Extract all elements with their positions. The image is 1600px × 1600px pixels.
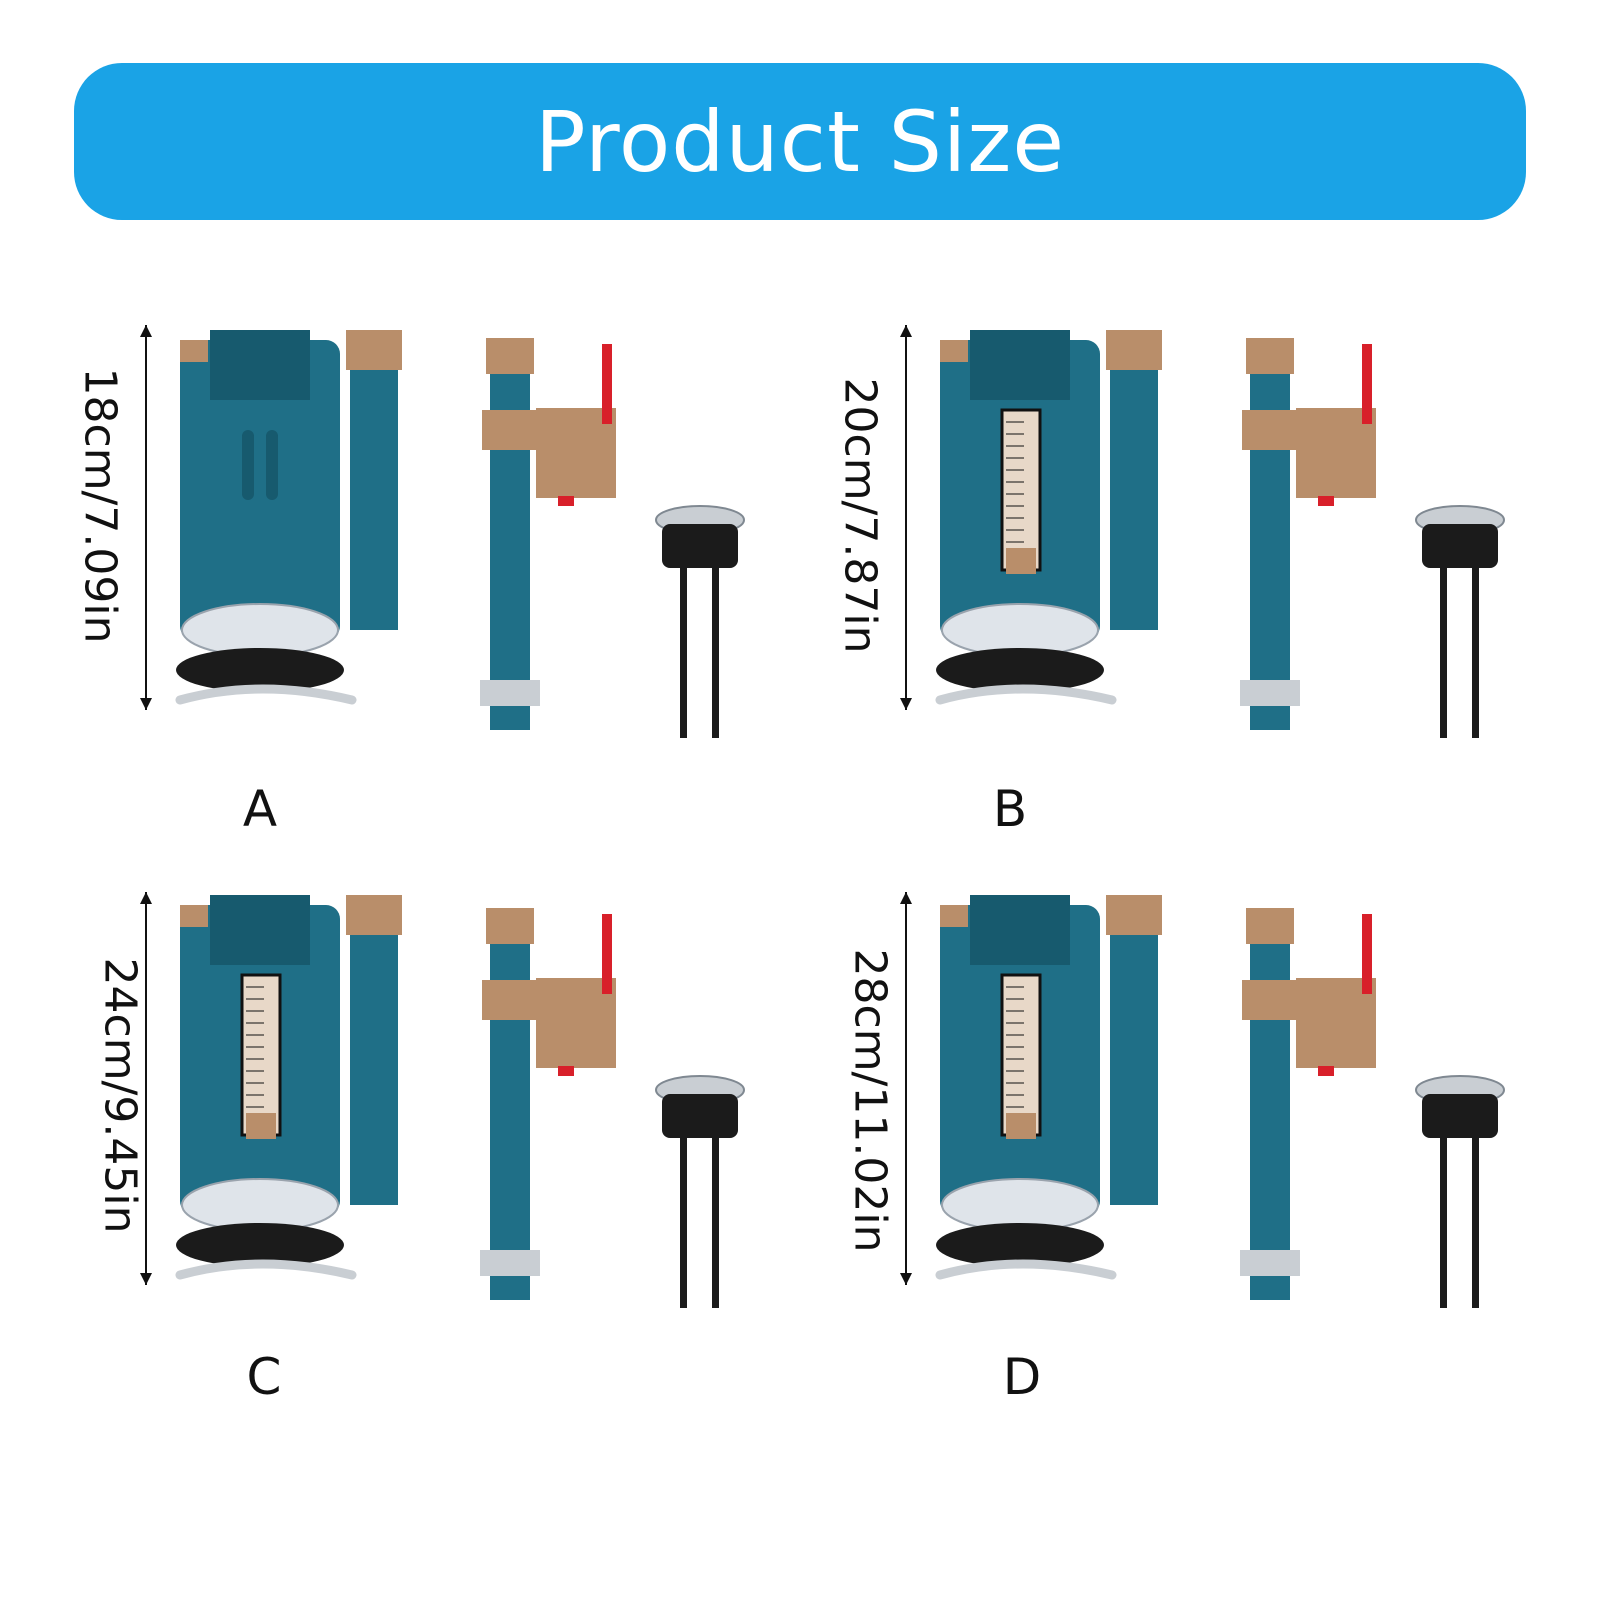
fill-valve-collar: [1242, 410, 1308, 450]
chrome-nut: [175, 1259, 357, 1280]
arrow-head-bottom: [900, 698, 912, 710]
push-rod: [1440, 1138, 1447, 1308]
adjust-rod: [602, 344, 612, 424]
base-gasket: [936, 648, 1104, 692]
flush-valve-tab: [940, 340, 968, 362]
flush-valve-cup: [210, 330, 310, 400]
fill-valve-nut: [1240, 1250, 1300, 1276]
push-button-body: [1422, 524, 1498, 568]
page-title: Product Size: [534, 92, 1066, 191]
overflow-tube: [350, 340, 398, 630]
variant-a-illustration: [140, 325, 745, 738]
adjust-rod: [1362, 914, 1372, 994]
push-rod: [680, 568, 687, 738]
arrow-head-top: [140, 325, 152, 337]
flush-valve-cup: [970, 895, 1070, 965]
push-rod: [712, 568, 719, 738]
variant-letter: B: [992, 780, 1028, 838]
push-rod: [1440, 568, 1447, 738]
push-button-body: [662, 524, 738, 568]
dimension-label: 18cm/7.09in: [74, 367, 126, 644]
chrome-nut: [935, 1259, 1117, 1280]
fill-valve-shaft: [1250, 350, 1290, 730]
variant-a: 18cm/7.09in A: [40, 300, 800, 860]
variant-c-illustration: [140, 892, 745, 1308]
arrow-head-bottom: [140, 1273, 152, 1285]
arrow-head-top: [900, 325, 912, 337]
overflow-tube: [1110, 340, 1158, 630]
fill-valve-nut: [480, 1250, 540, 1276]
adjust-rod: [602, 914, 612, 994]
variant-letter: A: [242, 780, 278, 838]
variant-letter: C: [246, 1348, 282, 1406]
fill-valve-shaft: [490, 920, 530, 1300]
fill-valve-shaft: [490, 350, 530, 730]
variant-b-illustration: [900, 325, 1505, 738]
float-valve-tip: [1318, 496, 1334, 506]
scale-slider: [246, 1113, 276, 1139]
fill-valve-nut: [1240, 680, 1300, 706]
overflow-cap: [1106, 895, 1162, 935]
chrome-nut: [935, 684, 1117, 705]
base-gasket: [936, 1223, 1104, 1267]
overflow-tube: [1110, 905, 1158, 1205]
variant-c: 24cm/9.45in C: [40, 870, 800, 1430]
variant-d: 28cm/11.02in D: [800, 870, 1560, 1430]
fill-valve-nut: [480, 680, 540, 706]
dimension-label: 20cm/7.87in: [834, 377, 886, 654]
push-rod: [712, 1138, 719, 1308]
variant-letter: D: [1002, 1348, 1042, 1406]
flush-valve-tab: [180, 340, 208, 362]
overflow-tube: [350, 905, 398, 1205]
flush-valve-body: [180, 340, 340, 640]
arrow-head-top: [900, 892, 912, 904]
dimension-label: 24cm/9.45in: [94, 957, 146, 1234]
push-rod: [1472, 1138, 1479, 1308]
push-button-body: [1422, 1094, 1498, 1138]
variant-b: 20cm/7.87in B: [800, 300, 1560, 860]
push-rod: [680, 1138, 687, 1308]
scale-slider: [1006, 548, 1036, 574]
flush-valve-tab: [940, 905, 968, 927]
fill-valve-cap: [1246, 338, 1294, 374]
float-valve-tip: [1318, 1066, 1334, 1076]
push-rod: [1472, 568, 1479, 738]
push-button-body: [662, 1094, 738, 1138]
fill-valve-shaft: [1250, 920, 1290, 1300]
overflow-cap: [346, 895, 402, 935]
flush-valve-tab: [180, 905, 208, 927]
variant-d-illustration: [900, 892, 1505, 1308]
fill-valve-cap: [486, 338, 534, 374]
height-scale: [240, 973, 282, 1137]
float-valve-tip: [558, 1066, 574, 1076]
adjust-rod: [1362, 344, 1372, 424]
overflow-cap: [1106, 330, 1162, 370]
vent-slot: [242, 430, 254, 500]
overflow-cap: [346, 330, 402, 370]
flush-valve-cup: [970, 330, 1070, 400]
dimension-label: 28cm/11.02in: [844, 948, 896, 1253]
flush-valve-cup: [210, 895, 310, 965]
fill-valve-cap: [486, 908, 534, 944]
fill-valve-collar: [482, 980, 548, 1020]
fill-valve-collar: [482, 410, 548, 450]
base-gasket: [176, 1223, 344, 1267]
fill-valve-cap: [1246, 908, 1294, 944]
base-gasket: [176, 648, 344, 692]
chrome-nut: [175, 684, 357, 705]
title-banner: Product Size: [74, 63, 1526, 220]
arrow-head-bottom: [900, 1273, 912, 1285]
scale-slider: [1006, 1113, 1036, 1139]
arrow-head-bottom: [140, 698, 152, 710]
fill-valve-collar: [1242, 980, 1308, 1020]
vent-slot: [266, 430, 278, 500]
arrow-head-top: [140, 892, 152, 904]
float-valve-tip: [558, 496, 574, 506]
